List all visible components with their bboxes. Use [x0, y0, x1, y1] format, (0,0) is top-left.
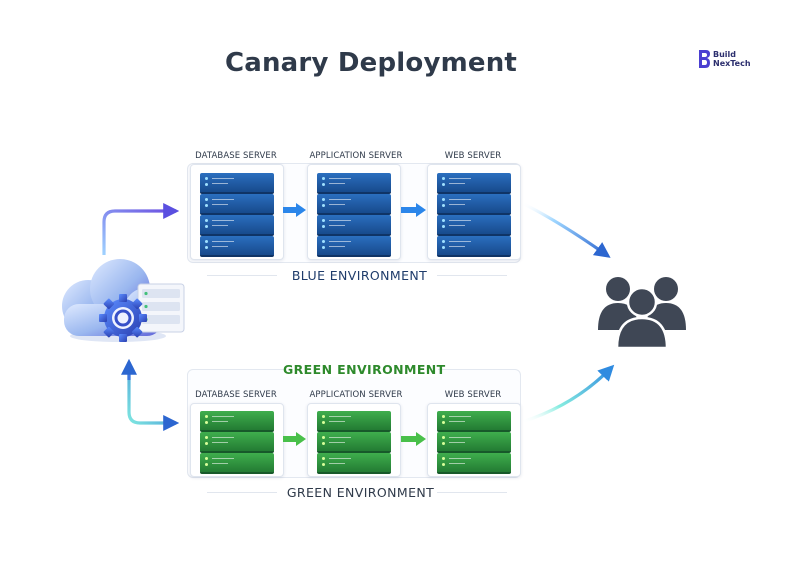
server-unit	[200, 215, 274, 236]
users-group-icon	[598, 277, 686, 350]
server-unit	[317, 194, 391, 215]
green-database-server-rack	[190, 403, 284, 477]
green-web-server-label: WEB SERVER	[444, 390, 502, 400]
blue-application-server-label: APPLICATION SERVER	[309, 151, 403, 161]
page-title: Canary Deployment	[224, 48, 518, 78]
server-unit	[200, 194, 274, 215]
server-unit	[317, 215, 391, 236]
green-application-server-rack	[307, 403, 401, 477]
green-environment-top-label: GREEN ENVIRONMENT	[283, 362, 446, 377]
server-unit	[437, 194, 511, 215]
blue-application-server-rack	[307, 164, 401, 260]
server-unit	[437, 236, 511, 257]
brand-logo-icon	[699, 50, 710, 68]
green-environment-bottom-label: GREEN ENVIRONMENT	[286, 485, 435, 500]
green-application-server-label: APPLICATION SERVER	[309, 390, 403, 400]
server-unit	[317, 236, 391, 257]
server-unit	[317, 173, 391, 194]
blue-environment-label: BLUE ENVIRONMENT	[291, 268, 428, 283]
server-unit	[200, 236, 274, 257]
arrow-blue-to-users	[521, 201, 611, 258]
green-env-divider-right	[437, 492, 507, 493]
server-unit	[200, 432, 274, 453]
server-unit	[317, 411, 391, 432]
arrow-green-to-users	[521, 364, 615, 424]
server-unit	[200, 173, 274, 194]
server-unit	[317, 453, 391, 474]
green-arrow-app-to-web	[401, 432, 426, 446]
brand-logo-text: Build NexTech	[713, 50, 751, 68]
blue-web-server-label: WEB SERVER	[444, 151, 502, 161]
cloud-server-gear-icon	[62, 259, 185, 342]
blue-database-server-label: DATABASE SERVER	[195, 151, 277, 161]
blue-database-server-rack	[190, 164, 284, 260]
arrow-source-to-green	[127, 367, 180, 431]
arrow-source-to-blue	[102, 203, 180, 255]
blue-env-divider-right	[437, 275, 507, 276]
green-database-server-label: DATABASE SERVER	[195, 390, 277, 400]
green-web-server-rack	[427, 403, 521, 477]
green-env-divider-left	[207, 492, 277, 493]
green-arrow-db-to-app	[283, 432, 306, 446]
server-unit	[437, 432, 511, 453]
server-unit	[437, 215, 511, 236]
brand-line-2: NexTech	[713, 59, 751, 68]
server-unit	[317, 432, 391, 453]
blue-web-server-rack	[427, 164, 521, 260]
brand-line-1: Build	[713, 50, 737, 59]
server-unit	[200, 453, 274, 474]
brand-logo: Build NexTech	[698, 47, 768, 73]
blue-env-divider-left	[207, 275, 277, 276]
blue-arrow-db-to-app	[283, 203, 306, 217]
server-unit	[437, 453, 511, 474]
server-unit	[200, 411, 274, 432]
server-unit	[437, 173, 511, 194]
blue-arrow-app-to-web	[401, 203, 426, 217]
server-unit	[437, 411, 511, 432]
